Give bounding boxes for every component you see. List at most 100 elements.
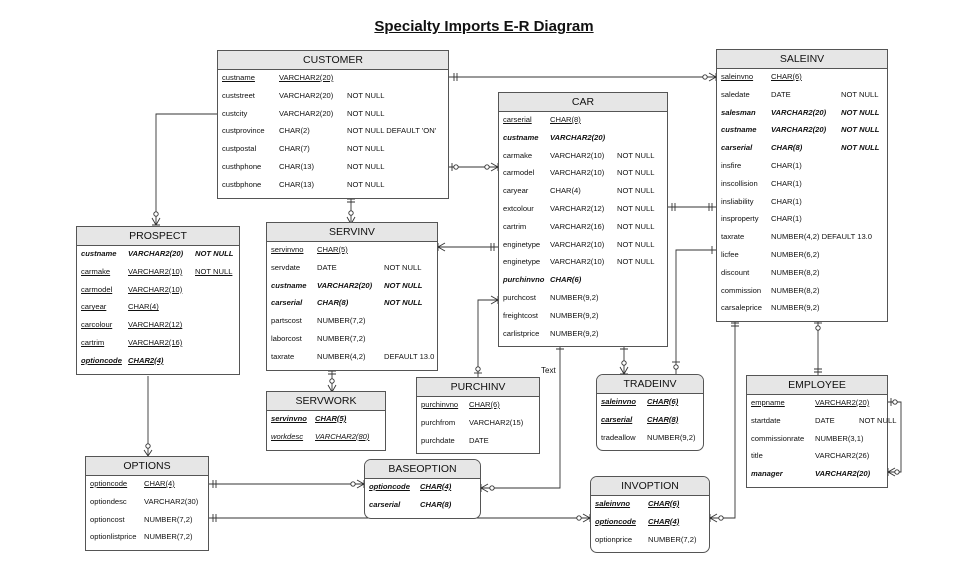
- attribute-type: CHAR(4): [420, 482, 452, 491]
- attribute-name: optioncode: [81, 355, 122, 365]
- attribute-row: carcolour VARCHAR2(12): [77, 317, 239, 335]
- attribute-row: optioncode CHAR(4): [365, 479, 480, 497]
- attribute-name: saleinvno: [601, 397, 637, 406]
- attribute-name: carmake: [81, 266, 111, 276]
- attribute-type: NUMBER(9,2): [771, 303, 820, 313]
- attribute-name: carcolour: [81, 320, 113, 330]
- attribute-name: custname: [721, 125, 757, 135]
- attribute-type: VARCHAR2(26): [815, 451, 870, 461]
- attribute-type: NUMBER(8,2): [771, 285, 820, 295]
- attribute-name: empname: [751, 398, 785, 407]
- attribute-name: saleinvno: [721, 72, 754, 81]
- attribute-name: custname: [81, 249, 117, 258]
- attribute-type: CHAR(6): [771, 72, 802, 81]
- attribute-name: carsaleprice: [721, 303, 762, 313]
- attribute-name: laborcost: [271, 333, 302, 343]
- attribute-name: custname: [222, 73, 255, 82]
- relationship-label: Text: [541, 366, 556, 375]
- attribute-constraint: NOT NULL: [617, 203, 655, 213]
- attribute-name: custhphone: [222, 161, 262, 171]
- attribute-name: enginetype: [503, 257, 541, 267]
- attribute-type: NUMBER(7,2): [317, 316, 366, 326]
- attribute-name: freightcost: [503, 310, 539, 320]
- attribute-name: insliability: [721, 196, 754, 206]
- attribute-type: VARCHAR2(20): [771, 125, 827, 135]
- attribute-type: CHAR(5): [317, 245, 348, 254]
- attribute-type: VARCHAR2(30): [144, 496, 199, 506]
- attribute-name: servdate: [271, 262, 301, 272]
- attribute-row: freightcost NUMBER(9,2): [499, 308, 667, 326]
- attribute-type: CHAR2(4): [128, 355, 164, 365]
- attribute-type: VARCHAR2(10): [550, 168, 605, 178]
- attribute-type: CHAR(4): [550, 186, 581, 196]
- attribute-type: CHAR(5): [315, 414, 347, 423]
- entity-title: SERVINV: [267, 223, 437, 242]
- entity-title: SERVWORK: [267, 392, 385, 411]
- attribute-type: VARCHAR2(10): [128, 266, 183, 276]
- attribute-constraint: NOT NULL: [841, 143, 880, 153]
- attribute-type: DATE: [469, 435, 489, 445]
- attribute-name: startdate: [751, 415, 781, 425]
- attribute-constraint: DEFAULT 13.0: [384, 351, 435, 361]
- entity-title: INVOPTION: [591, 477, 709, 496]
- entity-title: BASEOPTION: [365, 460, 480, 479]
- attribute-type: NUMBER(9,2): [647, 432, 696, 442]
- attribute-constraint: NOT NULL: [617, 168, 655, 178]
- attribute-type: CHAR(13): [279, 179, 315, 189]
- attribute-type: CHAR(6): [550, 275, 582, 285]
- attribute-name: custbphone: [222, 179, 262, 189]
- attribute-type: NUMBER(9,2): [550, 292, 599, 302]
- attribute-type: CHAR(8): [771, 143, 803, 153]
- attribute-name: optioncost: [90, 514, 125, 524]
- attribute-type: VARCHAR2(12): [128, 320, 183, 330]
- attribute-type: VARCHAR2(10): [128, 284, 183, 294]
- attribute-name: manager: [751, 469, 783, 479]
- attribute-name: optioncode: [369, 482, 410, 491]
- attribute-type: CHAR(8): [550, 115, 581, 124]
- entity-title: PROSPECT: [77, 227, 239, 246]
- attribute-constraint: NOT NULL: [617, 221, 655, 231]
- attribute-type: NUMBER(9,2): [550, 310, 599, 320]
- attribute-name: purchcost: [503, 292, 536, 302]
